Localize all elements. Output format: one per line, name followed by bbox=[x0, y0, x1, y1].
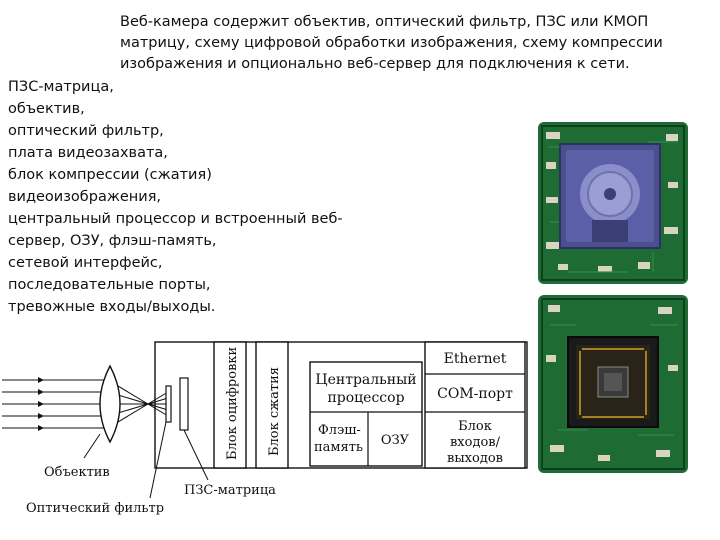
compress-block-label: Блок сжатия bbox=[267, 367, 282, 456]
light-rays bbox=[2, 379, 169, 429]
webcam-module-illustration bbox=[538, 122, 688, 284]
io-label-line1: Блок bbox=[458, 419, 492, 434]
components-list: ПЗС-матрица, объектив, оптический фильтр… bbox=[8, 79, 343, 315]
ray-arrows bbox=[38, 377, 44, 431]
flash-label-line1: Флэш- bbox=[318, 423, 361, 438]
sensor-board-illustration bbox=[538, 295, 688, 473]
ethernet-label: Ethernet bbox=[444, 351, 507, 367]
optical-filter-label: Оптический фильтр bbox=[26, 501, 164, 516]
intro-paragraph: Веб-камера содержит объектив, оптический… bbox=[120, 14, 663, 72]
digitize-block-label: Блок оцифровки bbox=[225, 347, 240, 460]
io-label-line2: входов/ bbox=[450, 435, 501, 450]
optical-filter-shape bbox=[165, 385, 172, 423]
flash-label-line2: память bbox=[314, 440, 363, 455]
cpu-memory-block bbox=[309, 361, 423, 467]
sensor-board-photo bbox=[538, 295, 688, 473]
digitize-block bbox=[213, 341, 247, 469]
ccd-sensor-label: ПЗС-матрица bbox=[184, 483, 276, 498]
camera-frame bbox=[154, 341, 528, 469]
webcam-module-photo bbox=[538, 122, 688, 284]
com-port-label: COM-порт bbox=[437, 386, 513, 402]
callout-lines bbox=[83, 421, 209, 499]
cpu-label-line2: процессор bbox=[327, 390, 404, 406]
lens-shape bbox=[99, 364, 121, 444]
compress-block bbox=[255, 341, 289, 469]
ccd-sensor-shape bbox=[179, 377, 189, 431]
io-label-line3: выходов bbox=[447, 451, 503, 466]
lens-label: Объектив bbox=[44, 465, 110, 480]
interfaces-block bbox=[424, 341, 526, 469]
webcam-block-diagram: Блок оцифровки Блок сжатия Центральный п… bbox=[2, 341, 528, 516]
cpu-label-line1: Центральный bbox=[315, 372, 416, 388]
ram-label: ОЗУ bbox=[381, 433, 410, 448]
